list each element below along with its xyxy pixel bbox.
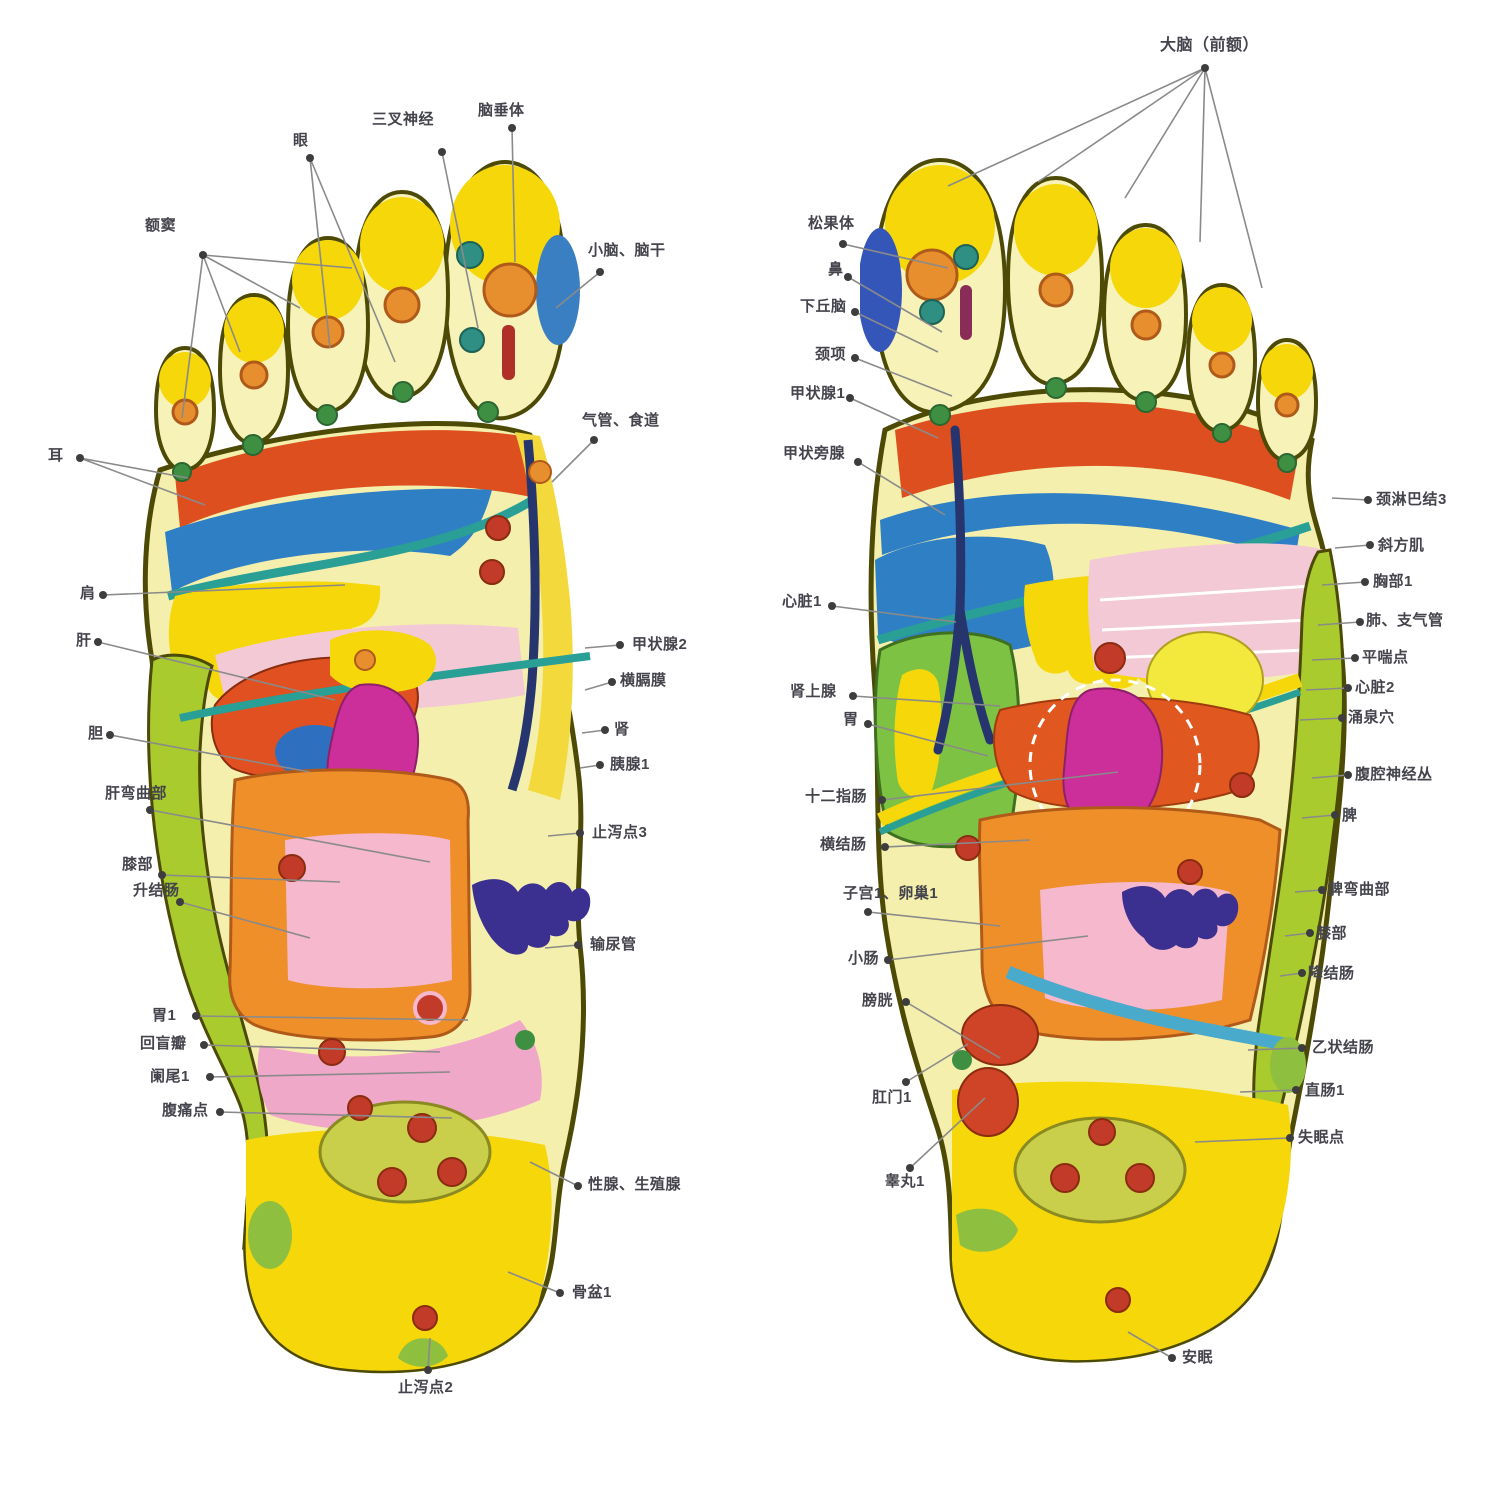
label-cervical-lymph-3: 颈淋巴结3	[1376, 491, 1447, 508]
label-kidney: 肾	[614, 721, 630, 738]
label-uterus-ovary: 子宫1、卵巢1	[843, 885, 939, 902]
label-sigmoid-colon: 乙状结肠	[1312, 1039, 1375, 1056]
label-chest-1: 胸部1	[1373, 573, 1413, 590]
label-hypothalamus: 下丘脑	[800, 298, 847, 315]
right-foot-illustration	[860, 157, 1347, 1363]
label-descending-colon: 降结肠	[1308, 965, 1355, 982]
label-testis-1: 睾丸1	[885, 1173, 925, 1190]
label-asthma-point: 平喘点	[1362, 649, 1409, 666]
label-pelvis-1: 骨盆1	[572, 1284, 612, 1301]
label-ureter: 输尿管	[590, 936, 637, 953]
label-shoulder: 肩	[80, 585, 96, 602]
label-anmian-point: 安眠	[1182, 1349, 1214, 1366]
label-cerebellum-brainstem: 小脑、脑干	[588, 242, 666, 259]
label-appendix-1: 阑尾1	[150, 1068, 190, 1085]
label-lung-bronchus: 肺、支气管	[1366, 612, 1444, 629]
label-frontal-sinus: 额窦	[145, 217, 177, 234]
label-cerebrum-forehead: 大脑（前额）	[1160, 37, 1260, 54]
label-bladder: 膀胱	[862, 992, 894, 1009]
label-antidiarrhea-point-2: 止泻点2	[398, 1379, 454, 1396]
label-ear: 耳	[48, 447, 64, 464]
label-trachea-esophagus: 气管、食道	[582, 412, 660, 429]
label-trigeminal-nerve: 三叉神经	[372, 111, 435, 128]
label-stomach-1: 胃1	[152, 1007, 177, 1024]
label-insomnia-point: 失眠点	[1298, 1129, 1345, 1146]
label-diaphragm: 横膈膜	[620, 672, 667, 689]
label-yongquan-point: 涌泉穴	[1348, 709, 1395, 726]
label-nose: 鼻	[828, 261, 844, 278]
label-abdominal-pain-point: 腹痛点	[162, 1102, 209, 1119]
label-duodenum: 十二指肠	[805, 788, 868, 805]
label-liver: 肝	[76, 632, 92, 649]
label-rectum-1: 直肠1	[1305, 1082, 1345, 1099]
label-trapezius: 斜方肌	[1378, 537, 1425, 554]
label-gallbladder: 胆	[88, 725, 104, 742]
label-small-intestine: 小肠	[848, 950, 880, 967]
label-knee-right-chart: 膝部	[1316, 925, 1348, 942]
label-adrenal: 肾上腺	[790, 683, 837, 700]
label-hepatic-flexure: 肝弯曲部	[105, 785, 168, 802]
label-spleen: 脾	[1342, 807, 1358, 824]
label-transverse-colon: 横结肠	[820, 836, 867, 853]
label-heart-2: 心脏2	[1355, 679, 1395, 696]
label-anus-1: 肛门1	[872, 1089, 912, 1106]
label-ileocecal-valve: 回盲瓣	[140, 1035, 187, 1052]
label-gonad-reproductive: 性腺、生殖腺	[588, 1176, 682, 1193]
label-pancreas-1: 胰腺1	[610, 756, 650, 773]
label-thyroid-1: 甲状腺1	[790, 385, 846, 402]
label-pituitary: 脑垂体	[478, 102, 525, 119]
label-heart-1: 心脏1	[782, 593, 822, 610]
label-thyroid-2: 甲状腺2	[632, 636, 688, 653]
label-antidiarrhea-point-3: 止泻点3	[592, 824, 648, 841]
label-knee-left-chart: 膝部	[122, 856, 154, 873]
label-ascending-colon: 升结肠	[133, 882, 180, 899]
label-pineal: 松果体	[808, 215, 855, 232]
label-splenic-flexure: 脾弯曲部	[1328, 881, 1391, 898]
label-neck: 颈项	[815, 346, 847, 363]
label-stomach: 胃	[843, 711, 859, 728]
label-parathyroid: 甲状旁腺	[783, 445, 846, 462]
label-celiac-plexus: 腹腔神经丛	[1355, 766, 1433, 783]
label-eye: 眼	[293, 132, 309, 149]
